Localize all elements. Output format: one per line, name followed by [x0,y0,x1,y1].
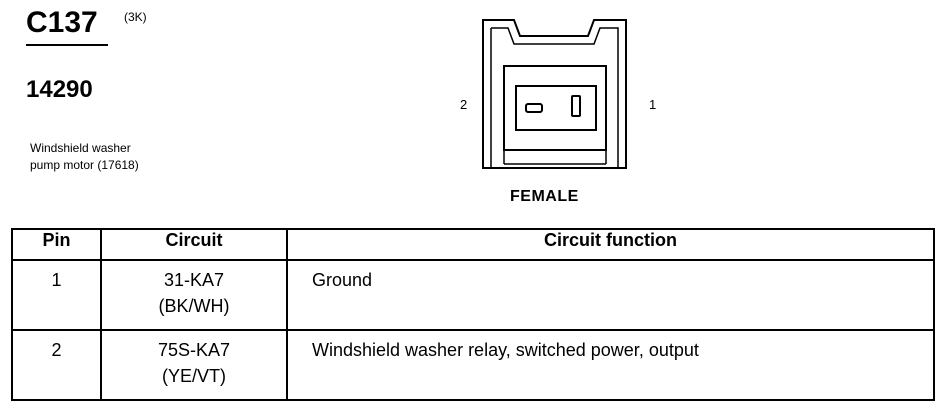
header-pin: Pin [11,228,102,261]
connector-inner-wall [491,27,619,168]
header-circuit: Circuit [100,228,288,261]
component-description-line-2: pump motor (17618) [30,158,139,172]
wire-color: (BK/WH) [158,296,230,316]
circuit-id: 75S-KA7 [157,340,231,360]
gender-label: FEMALE [510,188,579,205]
circuit-id: 31-KA7 [163,270,225,290]
terminal-cavity [503,65,607,151]
terminal-window [515,85,597,131]
table-row: 1 31-KA7 (BK/WH) Ground [11,259,935,331]
connector-id: C137 [26,6,98,39]
cell-pin: 2 [11,329,102,401]
pin-1-label: 1 [649,97,657,112]
connector-housing [482,19,627,169]
wire-color: (YE/VT) [161,366,226,386]
connector-suffix: (3K) [124,10,147,24]
pin-1-terminal [571,95,581,117]
cell-circuit: 31-KA7 (BK/WH) [100,259,288,331]
component-description: Windshield washer pump motor (17618) [30,140,210,174]
header-circuit-function: Circuit function [286,228,935,261]
connector-id-underline [26,44,108,46]
cell-pin: 1 [11,259,102,331]
table-header-row: Pin Circuit Circuit function [11,228,935,261]
pinout-table: Pin Circuit Circuit function 1 31-KA7 (B… [11,228,935,401]
pin-2-terminal [525,103,543,113]
connector-face-diagram [482,19,627,169]
component-description-line-1: Windshield washer [30,141,131,155]
cell-circuit-function: Ground [286,259,935,331]
table-row: 2 75S-KA7 (YE/VT) Windshield washer rela… [11,329,935,401]
cell-circuit-function: Windshield washer relay, switched power,… [286,329,935,401]
pin-2-label: 2 [460,97,468,112]
part-number: 14290 [26,76,93,103]
cell-circuit: 75S-KA7 (YE/VT) [100,329,288,401]
